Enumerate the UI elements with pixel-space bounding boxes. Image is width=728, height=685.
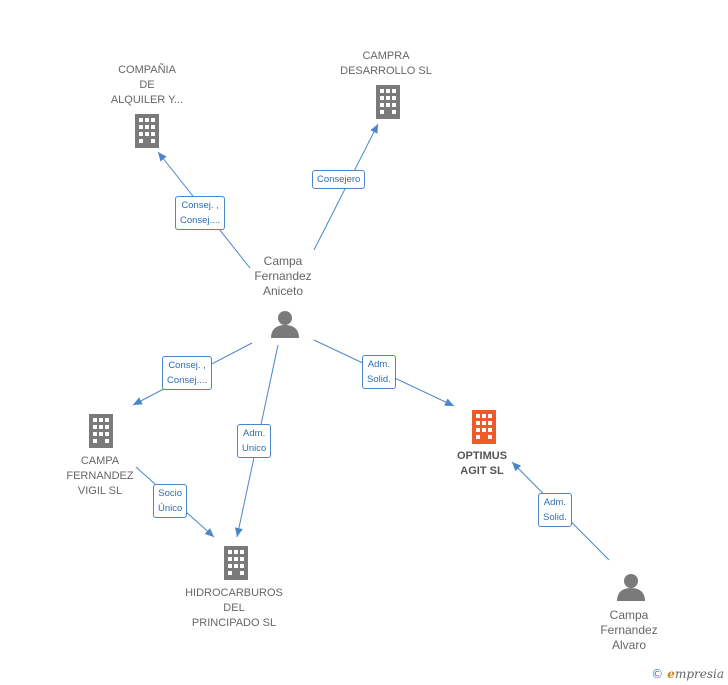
building-icon[interactable] [221,546,251,580]
edge-label-alvaro-optimus[interactable]: Adm. Solid. [538,493,572,527]
edge-label-aniceto-compania[interactable]: Consej. , Consej.... [175,196,226,230]
node-label-alvaro[interactable]: Campa Fernandez Alvaro [600,608,658,652]
person-icon[interactable] [616,572,646,602]
edge-label-aniceto-hidro[interactable]: Adm. Unico [237,424,272,458]
building-icon[interactable] [132,114,162,148]
person-icon[interactable] [270,309,300,339]
node-label-vigil[interactable]: CAMPA FERNANDEZ VIGIL SL [66,455,134,497]
node-label-hidrocarburos[interactable]: HIDROCARBUROS DEL PRINCIPADO SL [185,587,283,629]
node-label-aniceto[interactable]: Campa Fernandez Aniceto [254,254,312,298]
building-icon[interactable] [469,410,499,444]
brand-logo: ©empresia [651,667,724,681]
edge-label-aniceto-campra[interactable]: Consejero [312,170,366,189]
edge-label-aniceto-optimus[interactable]: Adm. Solid. [362,355,396,389]
edge-label-vigil-hidro[interactable]: Socio Único [153,484,188,518]
node-label-campra[interactable]: CAMPRA DESARROLLO SL [340,50,432,77]
brand-initial: e [667,667,675,681]
node-label-compania[interactable]: COMPAÑIA DE ALQUILER Y... [110,64,184,106]
building-icon[interactable] [373,85,403,119]
node-label-optimus[interactable]: OPTIMUS AGIT SL [456,450,508,477]
brand-name: mpresia [674,667,724,681]
copyright-symbol: © [651,667,664,681]
edge-label-aniceto-vigil[interactable]: Consej. , Consej.... [162,356,213,390]
building-icon[interactable] [86,414,116,448]
